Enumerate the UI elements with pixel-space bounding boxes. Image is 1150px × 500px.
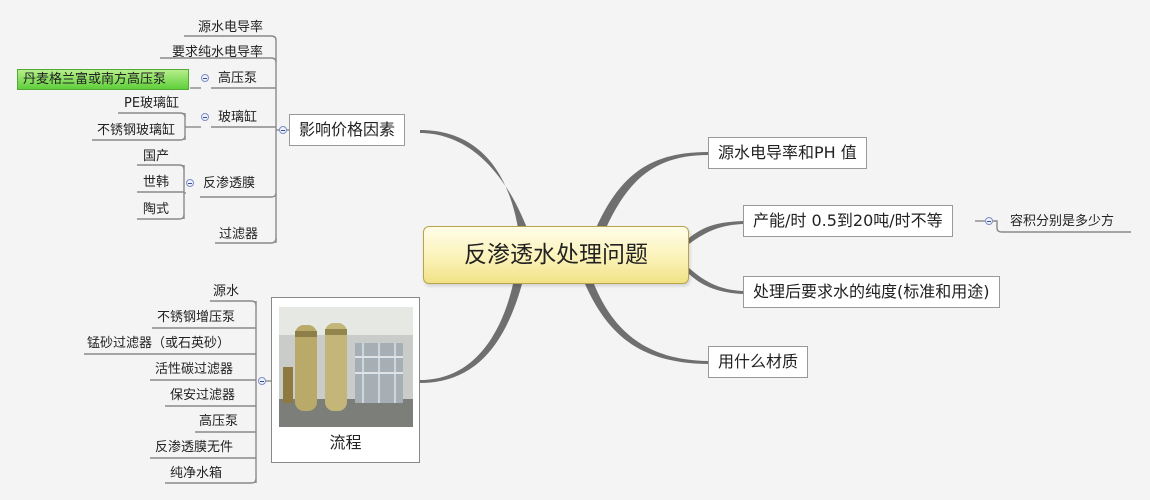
leaf-glass-tank[interactable]: 玻璃缸 [218, 110, 258, 125]
process-step-source-water[interactable]: 源水 [213, 284, 240, 299]
leaf-pe-tank[interactable]: PE玻璃缸 [124, 96, 180, 111]
leaf-domestic[interactable]: 国产 [143, 149, 170, 164]
topic-price-factors[interactable]: 影响价格因素 [289, 114, 406, 146]
leaf-source-conductivity[interactable]: 源水电导率 [197, 20, 263, 35]
process-step-manganese-filter[interactable]: 锰砂过滤器（或石英砂） [87, 336, 231, 351]
process-step-security-filter[interactable]: 保安过滤器 [170, 388, 236, 403]
process-step-booster-pump[interactable]: 不锈钢增压泵 [157, 310, 236, 325]
branch-price-factors [420, 130, 527, 228]
process-step-ro-membrane[interactable]: 反渗透膜无件 [155, 440, 234, 455]
branch-material [585, 284, 708, 364]
branch-capacity [689, 221, 743, 244]
collapse-toggle-icon[interactable] [279, 126, 287, 134]
branch-source-ph [596, 152, 708, 228]
topic-material[interactable]: 用什么材质 [708, 346, 809, 378]
leaf-filter[interactable]: 过滤器 [219, 227, 259, 242]
leaf-capacity-volume[interactable]: 容积分别是多少方 [1010, 214, 1115, 229]
central-topic[interactable]: 反渗透水处理问题 [423, 226, 689, 284]
process-step-pure-water-tank[interactable]: 纯净水箱 [170, 466, 223, 481]
leaf-shihan[interactable]: 世韩 [143, 175, 170, 190]
branch-purity [689, 268, 743, 294]
leaf-ro-membrane[interactable]: 反渗透膜 [203, 176, 256, 191]
leaf-high-pressure-pump[interactable]: 高压泵 [218, 71, 258, 86]
topic-purity[interactable]: 处理后要求水的纯度(标准和用途) [743, 276, 1000, 308]
leaf-taoshi[interactable]: 陶式 [143, 202, 170, 217]
branch-process [420, 284, 522, 383]
collapse-toggle-icon[interactable] [201, 74, 209, 82]
collapse-toggle-icon[interactable] [258, 377, 266, 385]
water-treatment-equipment-photo [279, 307, 413, 427]
collapse-toggle-icon[interactable] [186, 179, 194, 187]
topic-process[interactable]: 流程 [271, 297, 420, 463]
topic-process-label: 流程 [329, 433, 362, 452]
process-step-carbon-filter[interactable]: 活性碳过滤器 [155, 362, 234, 377]
topic-source-ph[interactable]: 源水电导率和PH 值 [708, 137, 867, 169]
collapse-toggle-icon[interactable] [201, 113, 209, 121]
leaf-pure-conductivity[interactable]: 要求纯水电导率 [171, 45, 263, 60]
leaf-steel-tank[interactable]: 不锈钢玻璃缸 [97, 123, 176, 138]
topic-capacity[interactable]: 产能/时 0.5到20吨/时不等 [743, 205, 953, 237]
collapse-toggle-icon[interactable] [985, 217, 993, 225]
leaf-pump-brand[interactable]: 丹麦格兰富或南方高压泵 [17, 69, 189, 90]
process-step-high-pressure-pump[interactable]: 高压泵 [199, 414, 239, 429]
